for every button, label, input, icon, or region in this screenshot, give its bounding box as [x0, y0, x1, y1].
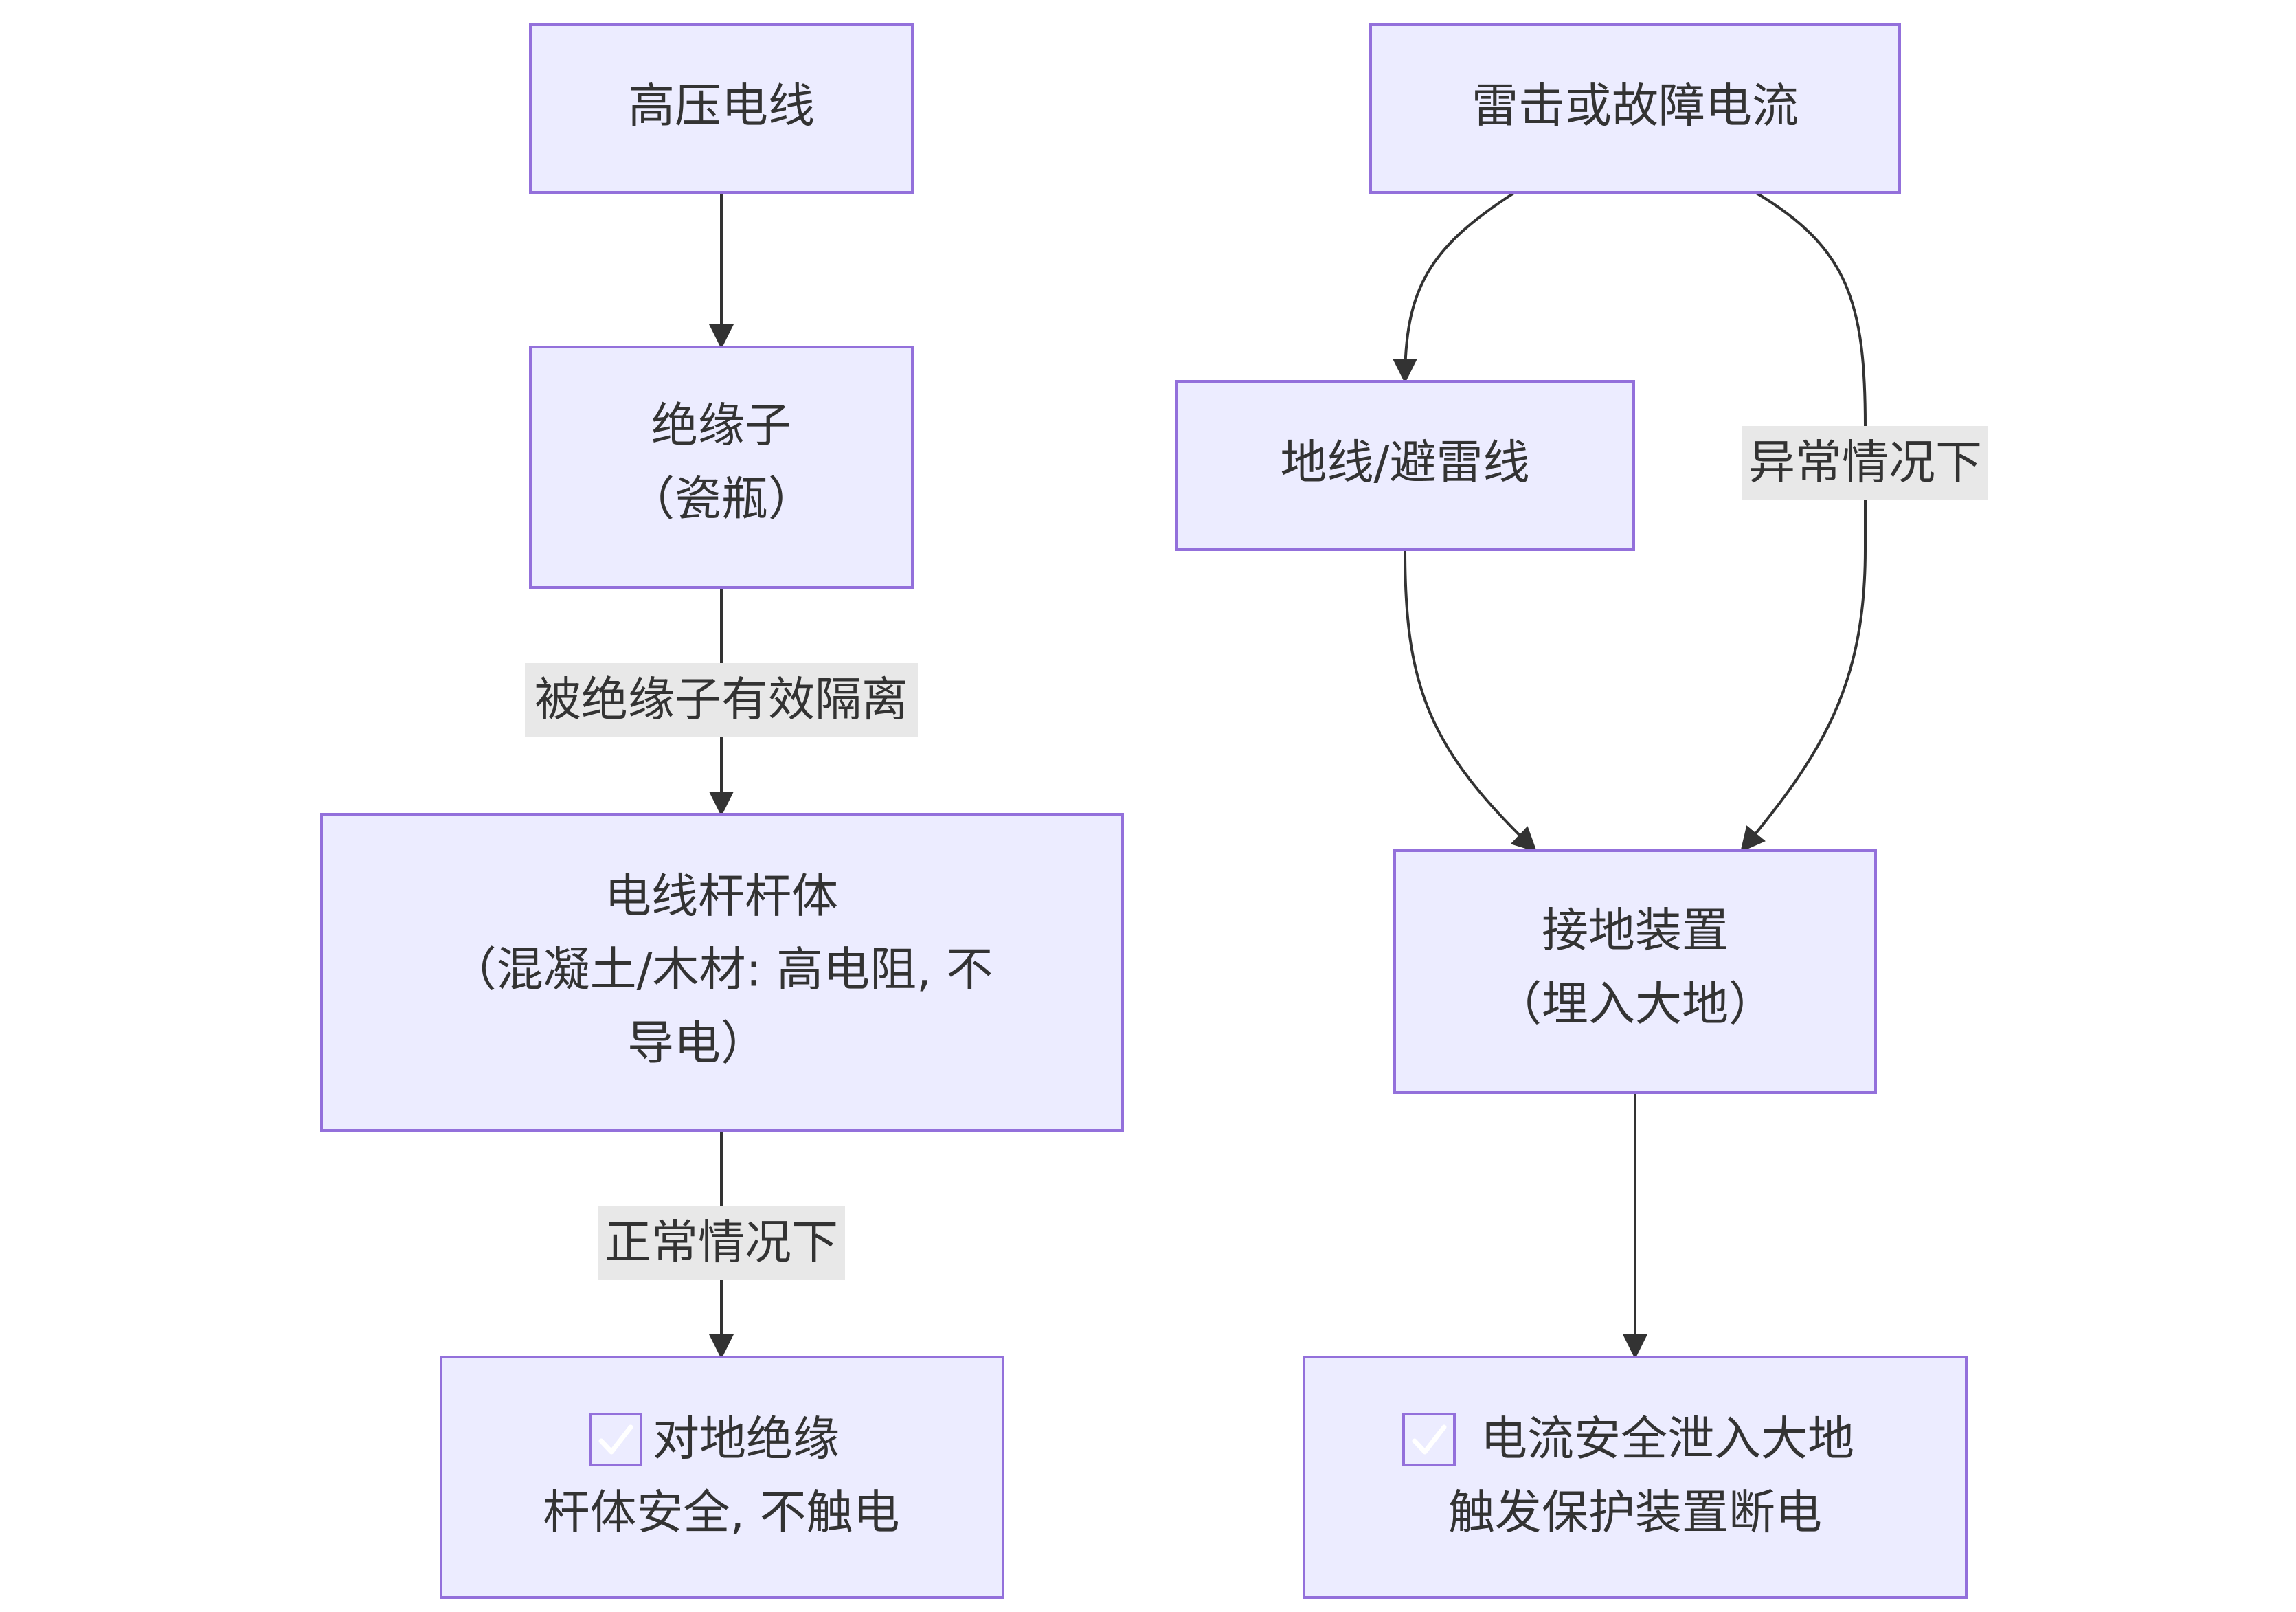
- node-label-line-1: 电流安全泄入大地: [1481, 1413, 1854, 1467]
- node-label-line-2: 杆体安全, 不触电: [543, 1486, 899, 1541]
- node-label-line-2: （埋入大地）: [1495, 978, 1775, 1032]
- node-label: 地线/避雷线: [1281, 436, 1530, 491]
- edge-ground-wire-to-grounding: [1404, 549, 1538, 853]
- node-grounding-device: 接地装置 （埋入大地）: [1393, 849, 1877, 1094]
- edge-fault-to-grounding: [1740, 191, 1867, 853]
- node-lightning-fault: 雷击或故障电流: [1369, 23, 1901, 194]
- edge-label-text: 异常情况下: [1748, 436, 1982, 491]
- node-current-to-earth: 电流安全泄入大地 触发保护装置断电: [1303, 1356, 1968, 1599]
- node-label-line-1: 绝缘子: [651, 399, 791, 454]
- edge-label-text: 正常情况下: [605, 1216, 838, 1270]
- check-mark-icon: [1402, 1413, 1456, 1466]
- edges: [709, 191, 1867, 1359]
- node-ground-insulation: 对地绝缘 杆体安全, 不触电: [440, 1356, 1004, 1599]
- node-ground-wire: 地线/避雷线: [1175, 380, 1635, 551]
- edge-label-text: 被绝缘子有效隔离: [534, 673, 908, 728]
- check-mark-icon: [589, 1413, 642, 1466]
- node-label-line-2: 触发保护装置断电: [1448, 1486, 1822, 1541]
- node-high-voltage-wire: 高压电线: [529, 23, 914, 194]
- edge-label-insulator-to-pole: 被绝缘子有效隔离: [525, 663, 918, 737]
- node-label-line-3: 导电）: [627, 1017, 767, 1071]
- edge-label-fault-to-grounding: 异常情况下: [1742, 426, 1988, 500]
- node-label-line-2: （瓷瓶）: [628, 473, 815, 527]
- node-label-line-1: 电线杆杆体: [605, 870, 838, 924]
- node-label: 雷击或故障电流: [1472, 80, 1799, 134]
- node-insulator: 绝缘子 （瓷瓶）: [529, 346, 914, 589]
- node-pole-body: 电线杆杆体 （混凝土/木材: 高电阻, 不 导电）: [320, 813, 1124, 1132]
- node-label-line-2: （混凝土/木材: 高电阻, 不: [450, 943, 993, 998]
- edge-label-pole-to-insulation: 正常情况下: [598, 1206, 845, 1280]
- node-label: 高压电线: [628, 80, 815, 134]
- edge-fault-to-ground-wire: [1393, 191, 1516, 383]
- node-label-line-1: 对地绝缘: [653, 1413, 840, 1467]
- node-label-line-1: 接地装置: [1542, 904, 1729, 959]
